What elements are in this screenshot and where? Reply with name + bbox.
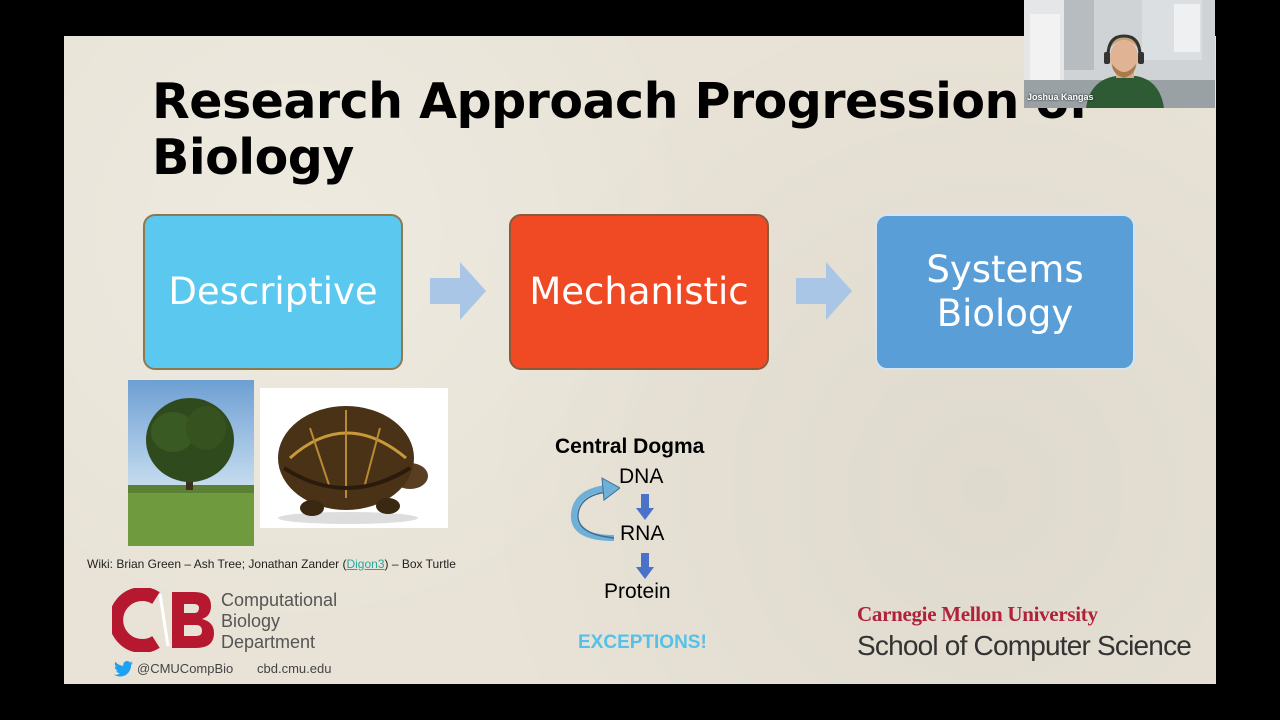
cbd-line3: Department [221, 632, 316, 652]
right-arrow-icon [430, 262, 486, 320]
down-arrow-icon [636, 553, 654, 579]
image-credit: Wiki: Brian Green – Ash Tree; Jonathan Z… [87, 557, 456, 571]
credit-link[interactable]: Digon3 [346, 557, 385, 571]
slide-title-line2: Biology [152, 129, 354, 186]
dogma-dna: DNA [619, 465, 664, 488]
step-systems-label-line2: Biology [936, 292, 1074, 335]
participant-video[interactable]: Joshua Kangas [1024, 0, 1215, 108]
twitter-handle: @CMUCompBio [137, 661, 234, 676]
step-systems-label-line1: Systems [926, 248, 1084, 291]
step-mechanistic: Mechanistic [509, 214, 769, 370]
box-turtle-photo [260, 388, 448, 528]
down-arrow-icon [636, 494, 654, 520]
dogma-rna: RNA [620, 522, 665, 545]
cmu-university-name: Carnegie Mellon University [857, 602, 1098, 626]
right-arrow-icon [796, 262, 852, 320]
participant-name: Joshua Kangas [1027, 92, 1094, 102]
exceptions-label: EXCEPTIONS! [578, 632, 707, 653]
step-descriptive-label: Descriptive [168, 270, 378, 313]
slide-title: Research Approach Progression of Biology [152, 74, 1152, 186]
dogma-protein: Protein [604, 580, 671, 603]
twitter-icon [114, 661, 133, 677]
slide-title-line1: Research Approach Progression of [152, 73, 1090, 130]
step-systems-biology: Systems Biology [875, 214, 1135, 370]
cbd-line2: Biology [221, 611, 281, 631]
credit-suffix: ) – Box Turtle [384, 557, 456, 571]
credit-prefix: Wiki: Brian Green – Ash Tree; Jonathan Z… [87, 557, 347, 571]
participant-video-feed [1024, 0, 1215, 108]
cbd-website: cbd.cmu.edu [257, 661, 332, 676]
cbd-department-name: Computational Biology Department [221, 590, 337, 653]
step-mechanistic-label: Mechanistic [529, 270, 749, 313]
step-descriptive: Descriptive [143, 214, 403, 370]
presentation-slide: Research Approach Progression of Biology… [64, 36, 1216, 684]
curved-return-arrow-icon [570, 477, 620, 541]
ash-tree-photo [128, 380, 254, 546]
cbd-line1: Computational [221, 590, 338, 610]
cmu-school-name: School of Computer Science [857, 630, 1192, 661]
central-dogma-title: Central Dogma [555, 435, 705, 458]
cbd-logo-icon [112, 588, 214, 652]
